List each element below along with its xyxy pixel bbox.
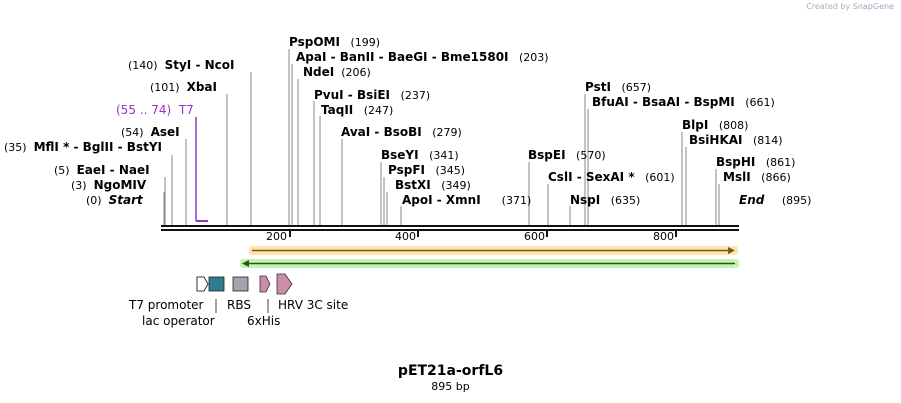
hrv-site-arrow-icon: [276, 273, 293, 295]
rbs-box-icon: [232, 276, 249, 292]
site-label-pvui: PvuI - BsiEI (237): [314, 88, 431, 102]
feature-label-lac-operator: lac operator: [142, 314, 215, 328]
site-lines: [163, 49, 720, 226]
t7-marker: [195, 117, 208, 222]
site-label-xbai: (101) XbaI: [150, 80, 217, 94]
site-label-bstxi: BstXI (349): [395, 178, 471, 192]
snapgene-logo: SnapGene: [852, 2, 894, 11]
feature-label-6xhis: 6xHis: [247, 314, 281, 328]
site-label-bsihkai: BsiHKAI (814): [689, 133, 783, 147]
site-label-avai: AvaI - BsoBI (279): [341, 125, 462, 139]
map-length: 895 bp: [431, 380, 470, 393]
sequence-backbone: [161, 225, 739, 231]
tick-label-800: 800: [653, 230, 674, 243]
site-label-asei: (54) AseI: [121, 125, 180, 139]
feature-label-rbs: RBS: [227, 298, 251, 312]
tick-label-600: 600: [524, 230, 545, 243]
site-label-eaei: (5) EaeI - NaeI: [54, 163, 150, 177]
site-label-taqii: TaqII (247): [321, 103, 394, 117]
site-label-bsphi: BspHI (861): [716, 155, 796, 169]
site-label-apoi: ApoI - XmnI (371): [402, 193, 532, 207]
site-label-blpi: BlpI (808): [682, 118, 749, 132]
site-label-mfli: (35) MflI * - BglII - BstYI: [4, 140, 162, 154]
site-label-pspfi: PspFI (345): [388, 163, 466, 177]
site-label-nspi: NspI (635): [570, 193, 641, 207]
site-label-ngomiv: (3) NgoMIV: [71, 178, 147, 192]
t7-promoter-arrow-icon: [196, 276, 209, 292]
site-label-t7: (55 .. 74) T7: [116, 103, 194, 117]
site-label-apai: ApaI - BanII - BaeGI - Bme1580I (203): [296, 50, 549, 64]
feature-legend: [196, 273, 293, 313]
snapgene-credit: Created by SnapGene: [806, 2, 894, 11]
ruler-ticks: [289, 231, 677, 237]
site-label-msli: MslI (866): [723, 170, 791, 184]
site-label-csli: CslI - SexAI * (601): [548, 170, 675, 184]
orange-feature-arrow: [249, 246, 738, 255]
site-label-bseyi: BseYI (341): [381, 148, 459, 162]
lac-operator-box-icon: [208, 276, 225, 292]
tick-label-400: 400: [395, 230, 416, 243]
feature-label-t7-promoter: T7 promoter: [129, 298, 204, 312]
site-label-ndei: NdeI (206): [303, 65, 371, 79]
map-title: pET21a-orfL6: [397, 363, 504, 379]
his-tag-arrow-icon: [259, 275, 271, 293]
tick-label-200: 200: [266, 230, 287, 243]
site-label-bfuai: BfuAI - BsaAI - BspMI (661): [592, 95, 775, 109]
site-label-start: (0) Start: [86, 193, 143, 207]
site-label-end: End (895): [739, 193, 812, 207]
site-label-pspomi: PspOMI (199): [289, 35, 381, 49]
site-label-styi: (140) StyI - NcoI: [128, 58, 235, 72]
green-feature-arrow: [240, 259, 739, 268]
site-label-psti: PstI (657): [585, 80, 652, 94]
feature-label-hrv-3c-site: HRV 3C site: [278, 298, 349, 312]
site-label-bspei: BspEI (570): [528, 148, 606, 162]
